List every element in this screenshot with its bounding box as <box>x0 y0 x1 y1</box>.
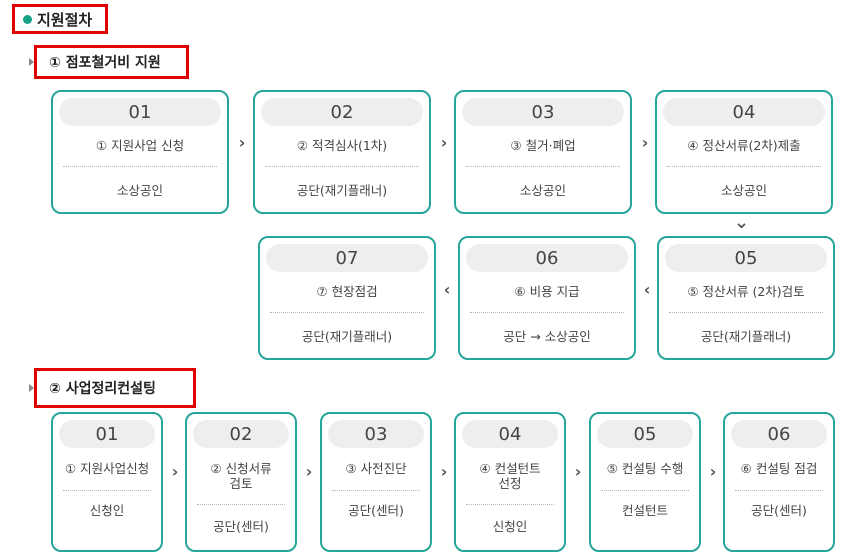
section2-heading-box: ② 사업정리컨설팅 <box>29 368 196 408</box>
step-actor: 공단(재기플래너) <box>700 329 792 344</box>
step-actor: 공단(센터) <box>751 503 807 518</box>
step-actor: 컨설턴트 <box>621 503 668 518</box>
s1-step-card: 02 ② 적격심사(1차) 공단(재기플래너) <box>253 90 431 214</box>
step-label-line2: 선정 <box>498 476 522 491</box>
step-label: ③ 사전진단 <box>345 461 407 476</box>
step-label: ① 지원사업신청 <box>64 461 150 476</box>
divider <box>601 490 689 491</box>
step-label: ⑦ 현장점검 <box>316 284 378 299</box>
step-label: ① 지원사업 신청 <box>95 138 185 153</box>
section-title-box: 지원절차 <box>12 4 108 34</box>
section2-heading: ② 사업정리컨설팅 <box>49 381 156 397</box>
chevron-left-icon: ‹ <box>643 280 651 299</box>
step-number: 04 <box>462 420 558 448</box>
step-number: 04 <box>663 98 825 126</box>
step-label: ② 적격심사(1차) <box>296 138 388 153</box>
step-actor: 소상공인 <box>720 183 767 198</box>
step-number: 01 <box>59 98 221 126</box>
step-label: ⑥ 비용 지급 <box>514 284 580 299</box>
divider <box>270 312 424 313</box>
step-actor: 소상공인 <box>519 183 566 198</box>
chevron-right-icon: › <box>238 133 246 152</box>
chevron-right-icon: › <box>440 133 448 152</box>
divider <box>735 490 823 491</box>
step-label: ⑤ 정산서류 (2차)검토 <box>687 284 805 299</box>
divider <box>63 166 217 167</box>
s1-step-card: 06 ⑥ 비용 지급 공단 → 소상공인 <box>458 236 636 360</box>
divider <box>669 312 823 313</box>
s1-step-card: 04 ④ 정산서류(2차)제출 소상공인 <box>655 90 833 214</box>
step-actor: 공단(재기플래너) <box>301 329 393 344</box>
divider <box>667 166 821 167</box>
section1-heading: ① 점포철거비 지원 <box>49 55 161 71</box>
divider <box>466 504 554 505</box>
step-number: 06 <box>466 244 628 272</box>
chevron-right-icon: › <box>641 133 649 152</box>
s1-step-card: 01 ① 지원사업 신청 소상공인 <box>51 90 229 214</box>
bullet-dot-icon <box>23 14 32 24</box>
step-number: 06 <box>731 420 827 448</box>
step-label: ⑥ 컨설팅 점검 <box>740 461 818 476</box>
step-number: 02 <box>261 98 423 126</box>
step-label: ③ 철거·폐업 <box>510 138 576 153</box>
step-label: ② 신청서류 <box>210 461 272 476</box>
s2-step-card: 03 ③ 사전진단 공단(센터) <box>320 412 432 552</box>
chevron-left-icon: ‹ <box>443 280 451 299</box>
triangle-bullet-icon <box>29 58 34 66</box>
step-number: 03 <box>328 420 424 448</box>
chevron-right-icon: › <box>709 462 717 481</box>
step-label: ④ 정산서류(2차)제출 <box>687 138 801 153</box>
step-actor: 공단(센터) <box>213 519 269 534</box>
step-number: 03 <box>462 98 624 126</box>
step-number: 02 <box>193 420 289 448</box>
step-number: 01 <box>59 420 155 448</box>
step-number: 05 <box>597 420 693 448</box>
section1-heading-box: ① 점포철거비 지원 <box>29 45 189 79</box>
divider <box>466 166 620 167</box>
step-number: 05 <box>665 244 827 272</box>
page-title: 지원절차 <box>37 10 93 29</box>
chevron-right-icon: › <box>440 462 448 481</box>
step-actor: 신청인 <box>492 519 528 534</box>
divider <box>63 490 151 491</box>
s1-step-card: 07 ⑦ 현장점검 공단(재기플래너) <box>258 236 436 360</box>
divider <box>470 312 624 313</box>
step-actor: 공단 → 소상공인 <box>503 329 591 344</box>
s1-step-card: 05 ⑤ 정산서류 (2차)검토 공단(재기플래너) <box>657 236 835 360</box>
divider <box>265 166 419 167</box>
step-label-line2: 검토 <box>229 476 253 491</box>
divider <box>332 490 420 491</box>
s2-step-card: 05 ⑤ 컨설팅 수행 컨설턴트 <box>589 412 701 552</box>
chevron-down-icon: ⌄ <box>734 212 750 233</box>
step-actor: 공단(재기플래너) <box>296 183 388 198</box>
chevron-right-icon: › <box>171 462 179 481</box>
s1-step-card: 03 ③ 철거·폐업 소상공인 <box>454 90 632 214</box>
step-number: 07 <box>266 244 428 272</box>
step-actor: 공단(센터) <box>348 503 404 518</box>
s2-step-card: 04 ④ 컨설턴트 선정 신청인 <box>454 412 566 552</box>
step-label: ④ 컨설턴트 <box>479 461 541 476</box>
s2-step-card: 06 ⑥ 컨설팅 점검 공단(센터) <box>723 412 835 552</box>
chevron-right-icon: › <box>305 462 313 481</box>
step-actor: 신청인 <box>89 503 125 518</box>
step-actor: 소상공인 <box>116 183 163 198</box>
triangle-bullet-icon <box>29 384 34 392</box>
step-label: ⑤ 컨설팅 수행 <box>606 461 684 476</box>
divider <box>197 504 285 505</box>
s2-step-card: 02 ② 신청서류 검토 공단(센터) <box>185 412 297 552</box>
s2-step-card: 01 ① 지원사업신청 신청인 <box>51 412 163 552</box>
chevron-right-icon: › <box>574 462 582 481</box>
